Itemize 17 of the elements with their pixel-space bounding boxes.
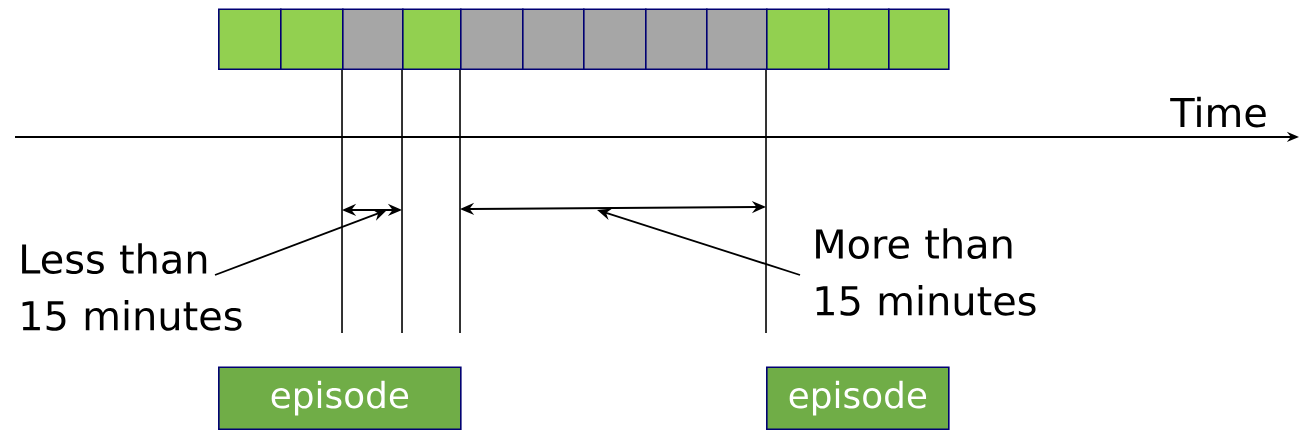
time-slot-cell [706, 8, 768, 70]
episode-box: episode [766, 366, 950, 430]
time-slot-cell [280, 8, 344, 70]
time-slot-cell [828, 8, 890, 70]
annotation-text: Less than 15 minutes [22, 243, 242, 331]
time-slot-cell [583, 8, 647, 70]
time-slot-cell [888, 8, 950, 70]
time-slot-cell [402, 8, 462, 70]
axis-label: Time [1170, 96, 1266, 128]
time-slot-cell [522, 8, 585, 70]
annotation-text: More than 15 minutes [816, 228, 1036, 316]
episode-box: episode [218, 366, 462, 430]
time-slot-cell [460, 8, 524, 70]
time-slot-cell [645, 8, 708, 70]
time-slot-cell [342, 8, 404, 70]
time-slot-cell [766, 8, 830, 70]
time-slot-cell [218, 8, 282, 70]
